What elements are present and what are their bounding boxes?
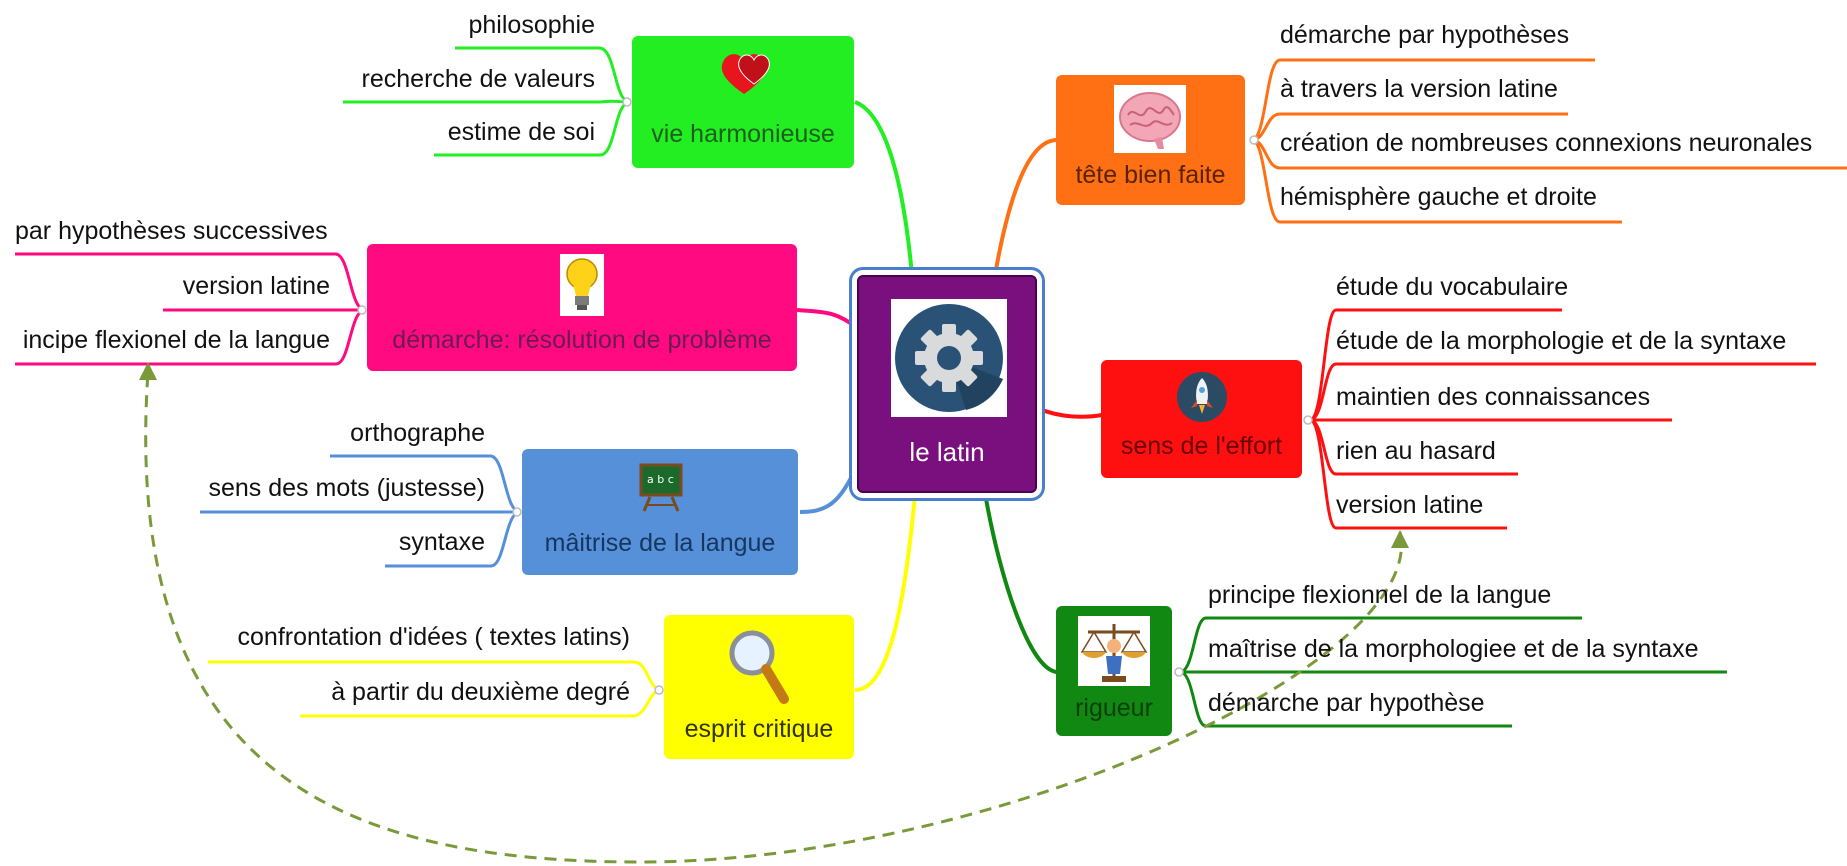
leaf-philosophie[interactable]: philosophie [468, 11, 596, 39]
leaf-etude-du-vocabulaire[interactable]: étude du vocabulaire [1336, 273, 1569, 301]
leaf-version-latine-effort[interactable]: version latine [1336, 491, 1484, 519]
topic-label: rigueur [1075, 694, 1153, 722]
leaf-sens-des-mots[interactable]: sens des mots (justesse) [208, 474, 486, 502]
leaf-maintien-des-connaissances[interactable]: maintien des connaissances [1336, 383, 1651, 411]
central-topic-label: le latin [909, 437, 985, 467]
central-topic[interactable]: le latin [857, 275, 1037, 493]
leaf-orthographe[interactable]: orthographe [350, 419, 485, 447]
leaf-creation-de-connexions[interactable]: création de nombreuses connexions neuron… [1280, 129, 1813, 157]
leaf-a-travers-la-version-latine[interactable]: à travers la version latine [1280, 75, 1558, 103]
topic-label: sens de l'effort [1120, 432, 1283, 460]
gear-icon [891, 299, 1007, 417]
topic-label: esprit critique [684, 715, 834, 743]
connector-maitrise [799, 464, 859, 514]
topic-rigueur[interactable]: rigueur [1056, 606, 1172, 736]
arrowhead-icon [139, 362, 157, 380]
arrowhead-icon [1391, 530, 1409, 548]
topic-maitrise-de-la-langue[interactable]: a b c mâitrise de la langue [522, 449, 798, 575]
connector-tete [993, 138, 1058, 276]
connector-esprit [854, 494, 917, 692]
connector-vie [854, 100, 914, 276]
leaf-etude-de-la-morphologie[interactable]: étude de la morphologie et de la syntaxe [1336, 327, 1787, 355]
scales-icon [1078, 616, 1150, 686]
leaf-rien-au-hasard[interactable]: rien au hasard [1336, 437, 1496, 465]
brain-icon [1114, 85, 1186, 153]
leaf-par-hypotheses-successives[interactable]: par hypothèses successives [15, 217, 328, 245]
relationship-line[interactable] [144, 371, 1403, 864]
lightbulb-icon [560, 254, 604, 316]
topic-label: mâitrise de la langue [544, 529, 776, 557]
leaf-hemisphere[interactable]: hémisphère gauche et droite [1280, 183, 1597, 211]
connector-rigueur [983, 492, 1058, 674]
leaf-principe-flexionnel[interactable]: principe flexionnel de la langue [1208, 581, 1552, 609]
leaf-confrontation-d-idees[interactable]: confrontation d'idées ( textes latins) [237, 623, 630, 651]
leaf-demarche-par-hypotheses[interactable]: démarche par hypothèses [1280, 21, 1570, 49]
leaf-maitrise-de-la-morphologiee[interactable]: maîtrise de la morphologiee et de la syn… [1208, 635, 1699, 663]
topic-label: tête bien faite [1075, 161, 1226, 189]
leaf-principe-flexionel[interactable]: incipe flexionel de la langue [22, 326, 330, 354]
magnifier-icon [726, 627, 792, 707]
svg-text:a b c: a b c [647, 473, 674, 486]
leaf-demarche-par-hypothese[interactable]: démarche par hypothèse [1208, 689, 1485, 717]
topic-demarche[interactable]: démarche: résolution de problème [367, 244, 797, 371]
leaf-version-latine[interactable]: version latine [182, 272, 330, 300]
connector-effort [1036, 406, 1103, 419]
leaf-syntaxe[interactable]: syntaxe [398, 528, 485, 556]
chalkboard-icon: a b c [638, 461, 684, 513]
topic-sens-de-l-effort[interactable]: sens de l'effort [1101, 360, 1302, 478]
leaf-recherche-de-valeurs[interactable]: recherche de valeurs [361, 65, 595, 93]
topic-label: démarche: résolution de problème [392, 326, 772, 354]
connector-demarche [796, 308, 859, 330]
topic-tete-bien-faite[interactable]: tête bien faite [1056, 75, 1245, 205]
rocket-icon [1177, 370, 1227, 424]
topic-esprit-critique[interactable]: esprit critique [664, 615, 854, 759]
topic-label: vie harmonieuse [651, 120, 835, 148]
leaf-a-partir-du-deuxieme-degre[interactable]: à partir du deuxième degré [331, 678, 630, 706]
leaf-estime-de-soi[interactable]: estime de soi [447, 118, 595, 146]
topic-vie-harmonieuse[interactable]: vie harmonieuse [632, 36, 854, 168]
hearts-icon [714, 44, 774, 100]
